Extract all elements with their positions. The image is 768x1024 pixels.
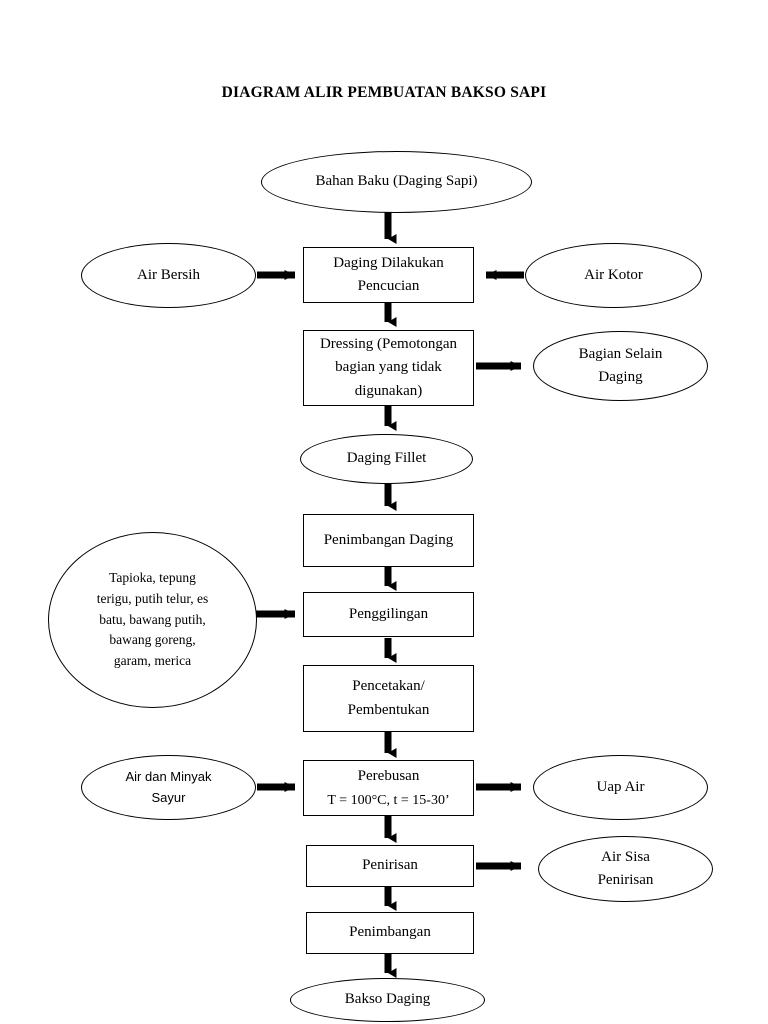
node-pencucian-label: Daging Dilakukan Pencucian — [333, 254, 444, 294]
node-uap-air-label: Uap Air — [596, 778, 645, 795]
node-air-sisa-penirisan[interactable]: Air Sisa Penirisan — [538, 836, 713, 902]
node-bakso-daging-label: Bakso Daging — [344, 991, 431, 1008]
node-penirisan[interactable]: Penirisan — [306, 845, 474, 887]
node-air-dan-minyak-sayur[interactable]: Air dan Minyak Sayur — [81, 755, 256, 820]
node-dressing[interactable]: Dressing (Pemotongan bagian yang tidak d… — [303, 330, 474, 406]
node-bumbu-tambahan-label: Tapioka, tepung terigu, putih telur, es … — [96, 569, 209, 669]
page-title: DIAGRAM ALIR PEMBUATAN BAKSO SAPI — [221, 84, 547, 101]
node-perebusan-label: Perebusan — [357, 767, 420, 784]
node-daging-fillet-label: Daging Fillet — [346, 450, 427, 467]
node-penimbangan-label: Penimbangan — [349, 924, 431, 941]
node-penggilingan-label: Penggilingan — [348, 605, 429, 622]
node-air-dan-minyak-sayur-label: Air dan Minyak Sayur — [125, 769, 212, 805]
node-uap-air[interactable]: Uap Air — [533, 755, 708, 820]
node-pencetakan-pembentukan[interactable]: Pencetakan/ Pembentukan — [303, 665, 474, 732]
node-air-bersih-label: Air Bersih — [137, 266, 200, 283]
node-penggilingan[interactable]: Penggilingan — [303, 592, 474, 637]
node-air-bersih[interactable]: Air Bersih — [81, 243, 256, 308]
node-bahan-baku-label: Bahan Baku (Daging Sapi) — [315, 173, 478, 190]
node-air-sisa-penirisan-label: Air Sisa Penirisan — [597, 848, 654, 888]
node-pencetakan-pembentukan-label: Pencetakan/ Pembentukan — [347, 678, 430, 718]
node-daging-fillet[interactable]: Daging Fillet — [300, 434, 473, 484]
node-air-kotor-label: Air Kotor — [584, 266, 643, 283]
node-perebusan-parameters: T = 100°C, t = 15-30’ — [327, 792, 450, 808]
node-bakso-daging[interactable]: Bakso Daging — [290, 978, 485, 1022]
node-penimbangan[interactable]: Penimbangan — [306, 912, 474, 954]
node-penimbangan-daging[interactable]: Penimbangan Daging — [303, 514, 474, 567]
node-perebusan[interactable]: Perebusan T = 100°C, t = 15-30’ — [303, 760, 474, 816]
node-bagian-selain-daging-label: Bagian Selain Daging — [578, 345, 663, 385]
node-pencucian[interactable]: Daging Dilakukan Pencucian — [303, 247, 474, 303]
node-bagian-selain-daging[interactable]: Bagian Selain Daging — [533, 331, 708, 401]
node-penimbangan-daging-label: Penimbangan Daging — [323, 531, 454, 548]
node-bumbu-tambahan[interactable]: Tapioka, tepung terigu, putih telur, es … — [48, 532, 257, 708]
node-bahan-baku[interactable]: Bahan Baku (Daging Sapi) — [261, 151, 532, 213]
node-penirisan-label: Penirisan — [362, 857, 418, 874]
node-air-kotor[interactable]: Air Kotor — [525, 243, 702, 308]
node-dressing-label: Dressing (Pemotongan bagian yang tidak d… — [319, 336, 458, 399]
